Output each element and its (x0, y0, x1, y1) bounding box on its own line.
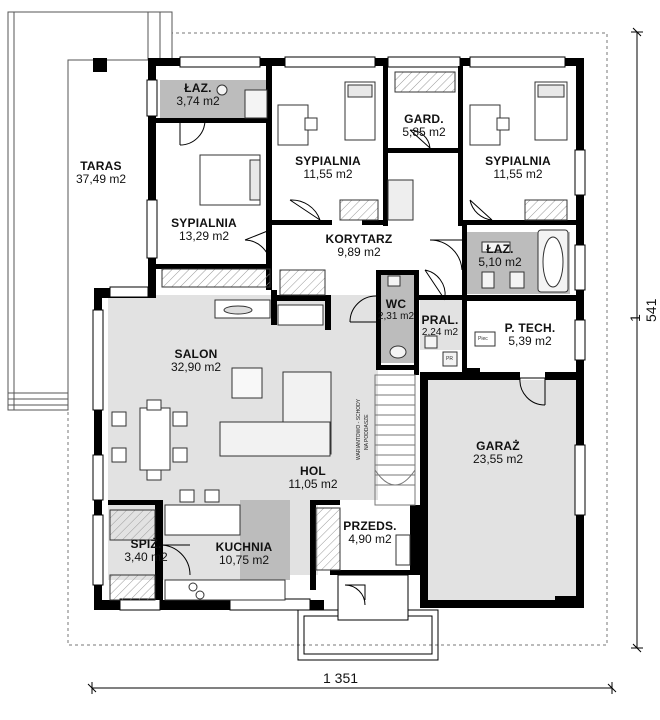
furniture (109, 71, 568, 601)
room-name: PRZEDS. (343, 519, 397, 533)
room-name: SPIŻ. (130, 537, 162, 551)
room-label-taras: TARAS 37,49 m2 (75, 159, 127, 187)
room-area: 5,85 m2 (402, 125, 446, 140)
room-area: 11,55 m2 (493, 167, 543, 182)
room-area: 13,29 m2 (178, 229, 230, 244)
room-label-korytarz: KORYTARZ 9,89 m2 (325, 232, 393, 260)
terrace-column (93, 58, 107, 72)
room-name: SYPIALNIA (295, 154, 361, 168)
room-label-laz1: ŁAZ. 3,74 m2 (176, 81, 220, 109)
dimension-lines (87, 27, 643, 694)
room-name: P. TECH. (504, 321, 556, 335)
room-area: 32,90 m2 (170, 360, 222, 375)
room-area: 3,74 m2 (176, 94, 220, 109)
dimension-width: 1 351 (323, 670, 359, 686)
room-label-przeds: PRZEDS. 4,90 m2 (343, 519, 397, 547)
room-label-kuchnia: KUCHNIA 10,75 m2 (215, 540, 273, 568)
room-area: 4,90 m2 (348, 532, 392, 547)
room-label-wc: WC 2,31 m2 (377, 297, 415, 323)
windows (92, 56, 586, 611)
dimension-height: 1 541 (627, 298, 659, 322)
room-label-salon: SALON 32,90 m2 (170, 347, 222, 375)
room-name: GARAŻ (476, 439, 520, 453)
room-name: SYPIALNIA (171, 216, 237, 230)
terrace-deck (7, 11, 173, 411)
room-label-laz2: ŁAZ. 5,10 m2 (478, 242, 522, 270)
room-area: 10,75 m2 (218, 553, 270, 568)
room-area: 37,49 m2 (75, 172, 127, 187)
piec-label: Piec (478, 336, 488, 342)
room-label-sypialnia-3: SYPIALNIA 13,29 m2 (171, 216, 237, 244)
room-area: 11,55 m2 (303, 167, 353, 182)
room-label-spiz: SPIŻ. 3,40 m2 (124, 537, 168, 565)
room-name: GARD. (404, 112, 444, 126)
room-name: ŁAZ. (184, 81, 212, 95)
room-label-sypialnia-1: SYPIALNIA 11,55 m2 (295, 154, 361, 182)
room-name: SYPIALNIA (485, 154, 551, 168)
room-name: WC (385, 297, 407, 311)
room-area: 9,89 m2 (337, 245, 381, 260)
room-label-gard: GARD. 5,85 m2 (402, 112, 446, 140)
room-name: KUCHNIA (215, 540, 273, 554)
doors (159, 119, 546, 576)
room-name: ŁAZ. (486, 242, 514, 256)
room-area: 11,05 m2 (288, 477, 338, 492)
room-name: TARAS (80, 159, 122, 173)
room-name: KORYTARZ (325, 232, 393, 246)
room-label-pral: PRAL. 2,24 m2 (421, 313, 459, 339)
room-label-hol: HOL 11,05 m2 (288, 464, 338, 492)
room-area: 2,24 m2 (421, 327, 459, 339)
room-area: 5,10 m2 (478, 255, 522, 270)
pr-label: PR (446, 356, 453, 362)
stairs-note-line1: WARIANTOWO - SCHODY (356, 398, 362, 460)
interior-walls (108, 66, 582, 600)
room-name: PRAL. (421, 313, 459, 327)
stairs-note-line2: NA PODDASZE (364, 414, 370, 450)
room-label-garaz: GARAŻ 23,55 m2 (472, 439, 524, 467)
room-label-sypialnia-2: SYPIALNIA 11,55 m2 (485, 154, 551, 182)
room-area: 5,39 m2 (508, 334, 552, 349)
room-area: 2,31 m2 (377, 311, 415, 323)
stairs (374, 374, 416, 506)
room-name: SALON (174, 347, 218, 361)
entry-porch (297, 574, 439, 661)
fixtures (216, 84, 569, 367)
room-name: HOL (300, 464, 326, 478)
room-label-p-tech: P. TECH. 5,39 m2 (504, 321, 556, 349)
room-area: 3,40 m2 (124, 550, 168, 565)
room-area: 23,55 m2 (472, 452, 524, 467)
